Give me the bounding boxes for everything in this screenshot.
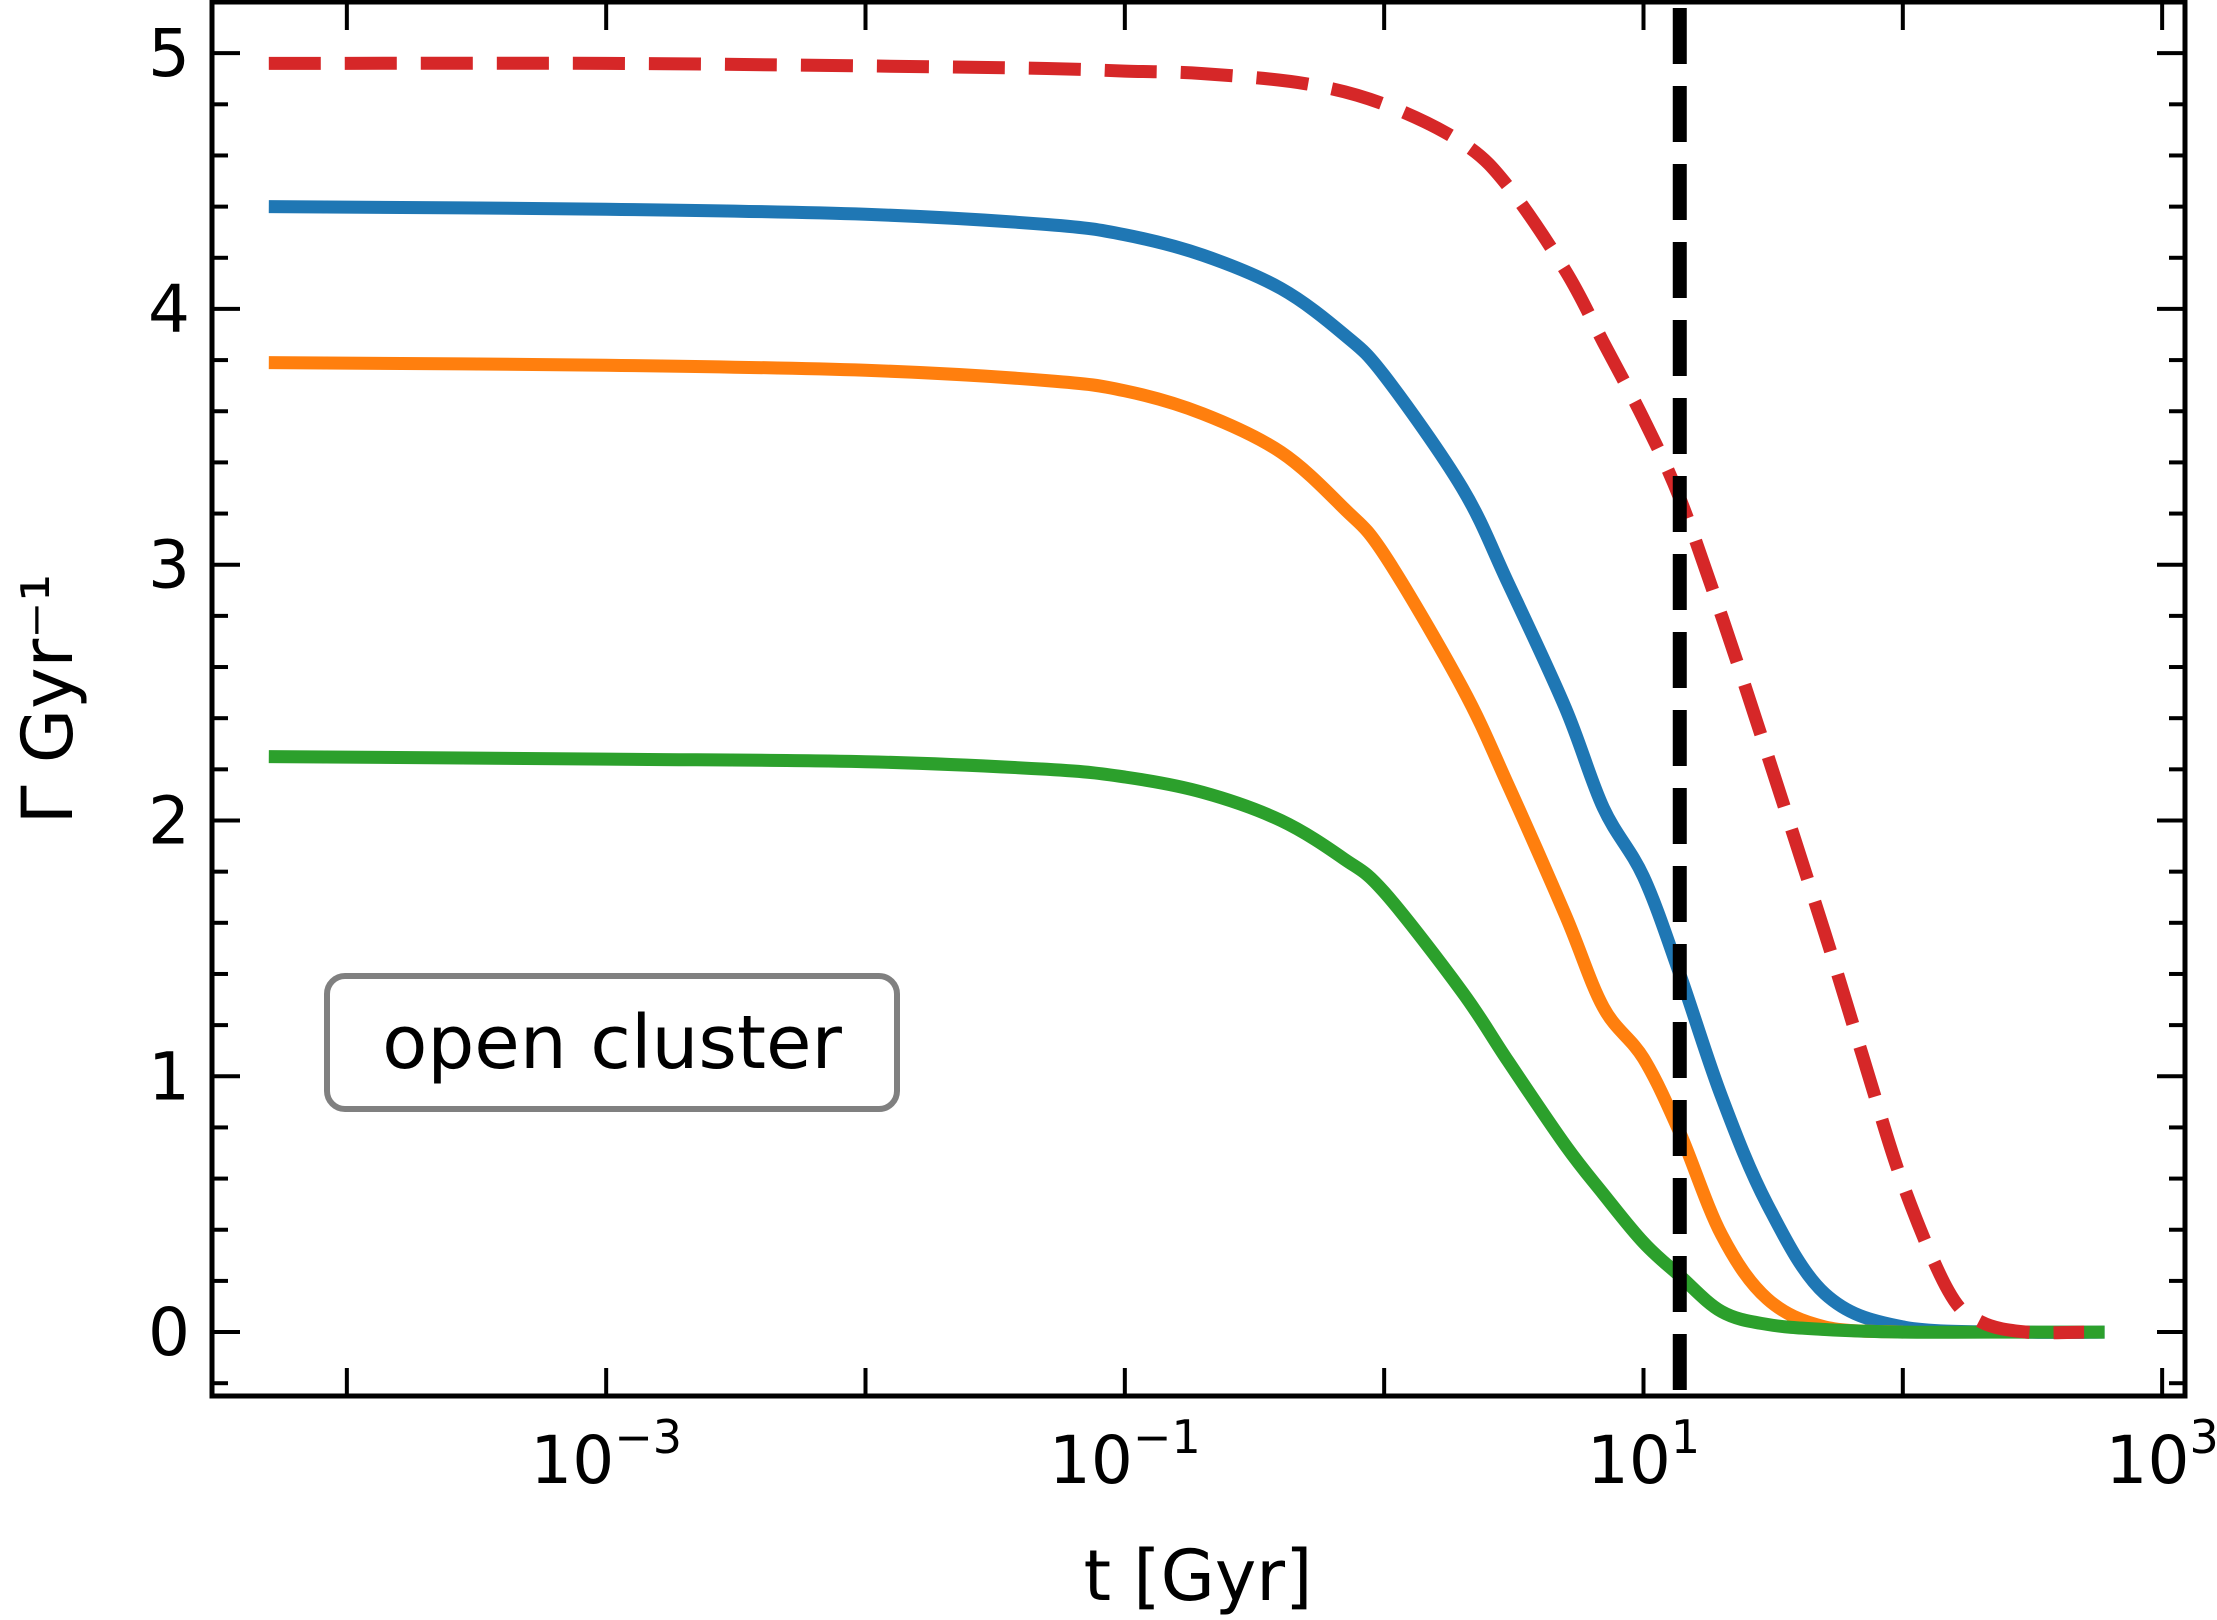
y-tick-label: 3 bbox=[148, 527, 190, 604]
x-axis-label: t [Gyr] bbox=[1084, 1535, 1313, 1617]
series-line-4 bbox=[268, 56, 2085, 1340]
y-axis-label: Γ Gyr⁻¹ bbox=[7, 574, 89, 825]
plot-frame bbox=[209, 0, 2188, 1399]
annotation-label: open cluster bbox=[382, 1000, 842, 1086]
x-tick-label: 10−3 bbox=[530, 1410, 682, 1499]
annotation-box: open cluster bbox=[324, 973, 900, 1112]
annotation-frame bbox=[324, 973, 900, 1112]
series-layer bbox=[268, 56, 2105, 1340]
series-line-1 bbox=[268, 200, 2105, 1339]
y-tick-label: 5 bbox=[148, 15, 190, 92]
y-tick-label: 2 bbox=[148, 782, 190, 859]
series-line-3 bbox=[268, 750, 2105, 1339]
x-tick-label: 101 bbox=[1587, 1410, 1700, 1499]
ticks-layer: 0 1 2 3 4 5 10−3 10−1 101 103 bbox=[148, 0, 2217, 1499]
y-tick-label: 1 bbox=[148, 1038, 190, 1115]
y-tick-label: 0 bbox=[148, 1294, 190, 1371]
x-tick-label: 10−1 bbox=[1049, 1410, 1201, 1499]
series-line-2 bbox=[268, 356, 1904, 1339]
y-tick-label: 4 bbox=[148, 271, 190, 348]
x-tick-label: 103 bbox=[2106, 1410, 2217, 1499]
